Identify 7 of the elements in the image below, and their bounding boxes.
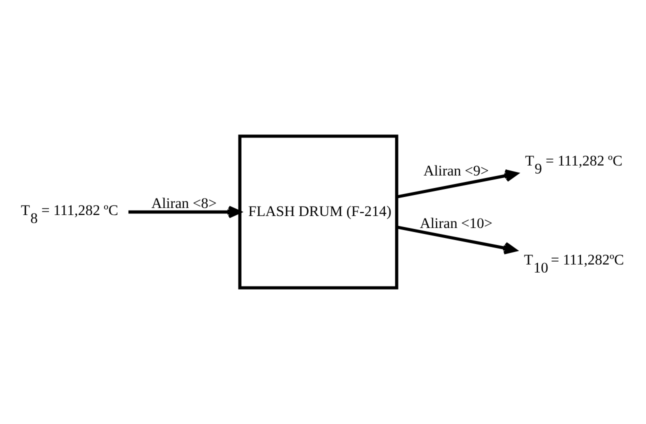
edge-label: Aliran <9> — [424, 163, 489, 180]
node-box: FLASH DRUM (F-214) — [238, 134, 398, 290]
edge-label: Aliran <8> — [151, 196, 217, 212]
edge-label: Aliran <10> — [420, 216, 492, 232]
arrow — [396, 226, 517, 254]
arrow — [128, 206, 242, 218]
arrow — [396, 169, 518, 198]
